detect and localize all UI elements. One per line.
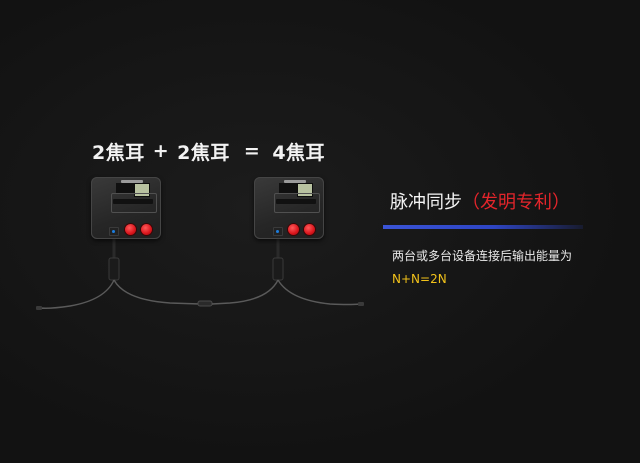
patent-label: （发明专利） [462,192,570,213]
red-knob-icon[interactable] [141,224,152,235]
equation-left-term: 2焦耳 [92,141,145,164]
energy-equation-headline: 2焦耳 + 2焦耳 = 4焦耳 [92,137,325,165]
red-knob-icon[interactable] [125,224,136,235]
terminal-connector-icon [109,227,119,236]
accent-divider [383,225,583,229]
equation-result: 4焦耳 [272,141,326,164]
feature-title: 脉冲同步（发明专利） [390,188,570,214]
red-knob-icon[interactable] [304,224,315,235]
equation-equals: = [243,140,261,162]
red-knob-icon[interactable] [288,224,299,235]
feature-title-text: 脉冲同步 [390,192,462,213]
energy-formula: N+N=2N [392,272,447,286]
feature-description: 两台或多台设备连接后输出能量为 [392,249,573,263]
equation-right-term: 2焦耳 [177,141,230,164]
terminal-connector-icon [273,227,283,236]
equation-plus: + [152,140,170,162]
